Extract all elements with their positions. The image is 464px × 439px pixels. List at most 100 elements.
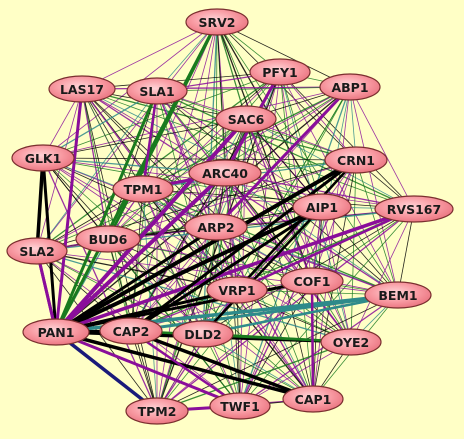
- node-cap1[interactable]: CAP1: [282, 385, 344, 413]
- node-ellipse: [209, 392, 271, 420]
- edge-srv2-abp1: [216, 21, 351, 88]
- node-label: SRV2: [199, 15, 236, 30]
- edge-sac6-glk1: [42, 118, 247, 159]
- edge-las17-tpm1: [81, 88, 144, 190]
- edge-cof1-twf1: [239, 280, 313, 407]
- node-las17[interactable]: LAS17: [48, 75, 116, 103]
- node-ellipse: [188, 159, 262, 187]
- edge-rvs167-oye2: [350, 208, 415, 343]
- edge-bem1-tpm2: [156, 294, 399, 412]
- strong-edge-tpm1-sla1: [141, 89, 159, 191]
- edge-sla1-vrp1: [156, 90, 238, 291]
- node-label: CRN1: [337, 153, 375, 168]
- node-pfy1[interactable]: PFY1: [249, 58, 311, 86]
- strong-edge-pan1-twf1: [54, 330, 242, 408]
- node-dld2[interactable]: DLD2: [172, 320, 234, 348]
- node-aip1[interactable]: AIP1: [292, 193, 352, 221]
- node-glk1[interactable]: GLK1: [11, 144, 75, 172]
- strong-edge-pan1-cof1: [54, 279, 314, 334]
- node-sac6[interactable]: SAC6: [215, 105, 277, 133]
- edge-vrp1-twf1: [236, 289, 241, 407]
- node-arp2[interactable]: ARP2: [184, 213, 248, 241]
- edge-sla1-glk1: [42, 90, 158, 159]
- edge-sla1-cap1: [156, 90, 314, 400]
- node-rvs167[interactable]: RVS167: [374, 195, 454, 223]
- edge-las17-aip1: [81, 88, 323, 208]
- node-ellipse: [6, 237, 68, 265]
- strong-edge-pan1-las17: [54, 87, 84, 334]
- edge-sla1-bem1: [156, 90, 399, 296]
- node-crn1[interactable]: CRN1: [324, 146, 388, 174]
- edge-abp1-tpm1: [142, 86, 351, 190]
- node-ellipse: [22, 318, 90, 346]
- strong-edge-pan1-aip1: [54, 205, 324, 334]
- edge-sac6-bud6: [107, 118, 247, 240]
- edge-abp1-sla1: [156, 86, 351, 92]
- node-bem1[interactable]: BEM1: [364, 281, 432, 309]
- edge-bud6-bem1: [107, 238, 399, 296]
- edge-sac6-tpm1: [142, 118, 247, 190]
- node-label: PFY1: [262, 65, 297, 80]
- node-oye2[interactable]: OYE2: [320, 328, 382, 356]
- strong-edge-bud6-srv2: [106, 20, 219, 241]
- edge-bud6-twf1: [107, 238, 241, 407]
- node-ellipse: [280, 267, 344, 295]
- node-ellipse: [215, 105, 277, 133]
- node-cap2[interactable]: CAP2: [99, 317, 163, 345]
- node-label: DLD2: [184, 327, 221, 342]
- edge-arc40-sla2: [36, 172, 226, 252]
- strong-edge-glk1-sla2: [35, 156, 45, 253]
- node-label: TPM1: [124, 182, 163, 197]
- node-ellipse: [184, 213, 248, 241]
- node-ellipse: [282, 385, 344, 413]
- edge-rvs167-bem1: [397, 208, 415, 296]
- node-srv2[interactable]: SRV2: [185, 8, 249, 36]
- node-label: SLA1: [139, 84, 174, 99]
- node-arc40[interactable]: ARC40: [188, 159, 262, 187]
- node-label: GLK1: [25, 151, 62, 166]
- node-label: ARC40: [202, 166, 248, 181]
- edge-tpm1-rvs167: [142, 188, 415, 210]
- strong-edge-pan1-rvs167: [54, 207, 416, 334]
- node-vrp1[interactable]: VRP1: [206, 276, 268, 304]
- node-ellipse: [324, 146, 388, 174]
- node-ellipse: [125, 397, 189, 425]
- edge-pfy1-rvs167: [279, 71, 415, 210]
- edge-abp1-vrp1: [236, 86, 351, 291]
- edge-vrp1-cap1: [236, 289, 314, 400]
- node-sla1[interactable]: SLA1: [126, 77, 188, 105]
- edge-sla1-sla2: [36, 90, 158, 252]
- node-bud6[interactable]: BUD6: [75, 225, 141, 253]
- node-tpm1[interactable]: TPM1: [112, 175, 174, 203]
- node-label: CAP2: [113, 324, 150, 339]
- edge-abp1-cof1: [311, 86, 351, 282]
- node-label: LAS17: [60, 82, 104, 97]
- edge-pfy1-las17: [81, 71, 281, 90]
- strong-edge-pan1-sac6: [54, 117, 248, 334]
- strong-edge-pan1-tpm2: [54, 330, 159, 413]
- node-cof1[interactable]: COF1: [280, 267, 344, 295]
- edge-cof1-cap2: [130, 280, 313, 332]
- node-ellipse: [48, 75, 116, 103]
- node-label: PAN1: [38, 325, 75, 340]
- node-label: BEM1: [378, 288, 417, 303]
- edge-arp2-bem1: [215, 226, 399, 296]
- strong-edge-bem1-dld2: [201, 293, 400, 336]
- edge-sla1-rvs167: [156, 90, 415, 210]
- strong-edge-pan1-cap1: [54, 330, 315, 401]
- node-pan1[interactable]: PAN1: [22, 318, 90, 346]
- edge-aip1-tpm2: [156, 206, 323, 412]
- edge-tpm1-dld2: [142, 188, 204, 335]
- node-tpm2[interactable]: TPM2: [125, 397, 189, 425]
- node-ellipse: [206, 276, 268, 304]
- node-abp1[interactable]: ABP1: [319, 73, 381, 101]
- node-label: BUD6: [89, 232, 128, 247]
- node-ellipse: [172, 320, 234, 348]
- edge-abp1-glk1: [42, 86, 351, 159]
- node-twf1[interactable]: TWF1: [209, 392, 271, 420]
- node-sla2[interactable]: SLA2: [6, 237, 68, 265]
- edge-srv2-cof1: [216, 21, 313, 282]
- strong-edge-cap2-crn1: [129, 158, 358, 333]
